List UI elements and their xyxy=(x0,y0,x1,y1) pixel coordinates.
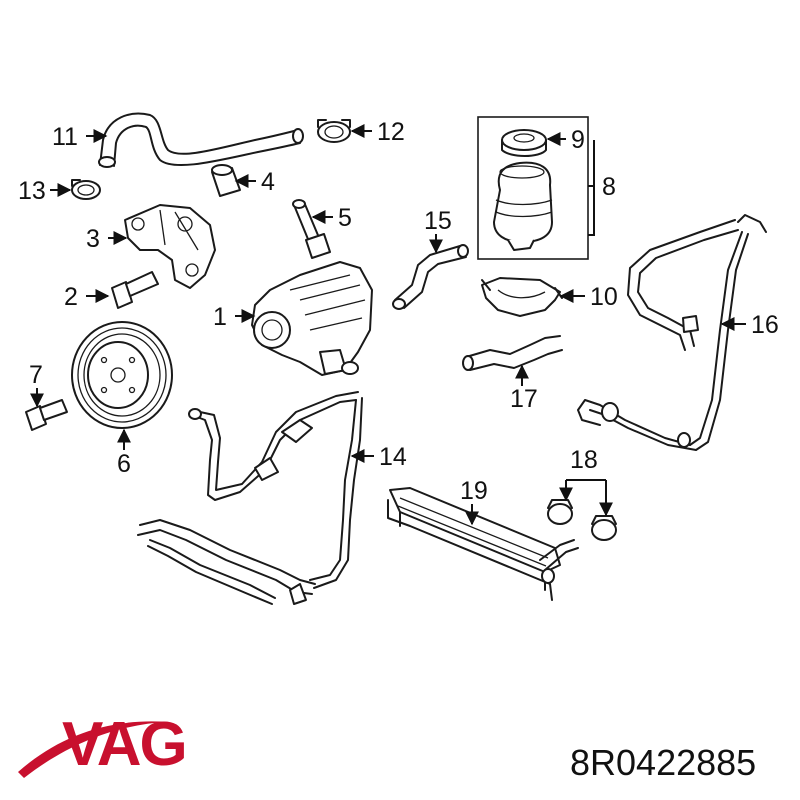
part-13-clamp xyxy=(71,179,101,200)
callout-17: 17 xyxy=(510,385,538,413)
callout-11: 11 xyxy=(52,123,78,151)
part-10-bracket xyxy=(481,277,563,317)
logo-text: VAG xyxy=(62,710,186,779)
callout-18: 18 xyxy=(570,446,598,474)
callout-16: 16 xyxy=(751,311,779,339)
callout-12: 12 xyxy=(377,118,405,146)
part-4-bushing xyxy=(211,164,241,197)
part-18-clamps xyxy=(547,499,617,541)
vag-logo: VAG xyxy=(18,710,188,779)
callout-14: 14 xyxy=(379,443,407,471)
leader-lines xyxy=(30,124,746,526)
logo-swoosh xyxy=(18,721,168,778)
part-6-pulley xyxy=(71,321,173,429)
callout-9: 9 xyxy=(571,126,585,154)
callout-15: 15 xyxy=(424,207,452,235)
part-1-power-steering-pump xyxy=(251,261,373,376)
part-8-reservoir-assembly xyxy=(477,116,589,260)
part-19-cooler xyxy=(387,487,579,601)
part-14-return-line xyxy=(137,391,363,605)
callout-7: 7 xyxy=(29,361,43,389)
part-5-bolt xyxy=(292,199,331,259)
callout-6: 6 xyxy=(117,450,131,478)
part-11-hose xyxy=(98,112,304,168)
callout-2: 2 xyxy=(64,283,78,311)
callout-8: 8 xyxy=(602,173,616,201)
part-3-bracket xyxy=(124,204,216,289)
callout-1: 1 xyxy=(213,303,227,331)
callout-labels: 1 2 3 4 5 6 7 8 9 10 11 12 13 14 15 16 1… xyxy=(18,118,779,505)
part-9-cap xyxy=(501,129,547,157)
part-number: 8R0422885 xyxy=(570,742,756,783)
part-15-hose xyxy=(392,244,469,310)
part-17-hose xyxy=(462,335,563,371)
callout-10: 10 xyxy=(590,283,618,311)
callout-5: 5 xyxy=(338,204,352,232)
part-12-clamp xyxy=(317,119,351,143)
callout-13: 13 xyxy=(18,177,46,205)
callout-19: 19 xyxy=(460,477,488,505)
part-16-pressure-line xyxy=(577,214,767,451)
callout-3: 3 xyxy=(86,225,100,253)
callout-4: 4 xyxy=(261,168,275,196)
part-2-bolt xyxy=(111,271,159,309)
part-7-bolt xyxy=(25,399,68,431)
